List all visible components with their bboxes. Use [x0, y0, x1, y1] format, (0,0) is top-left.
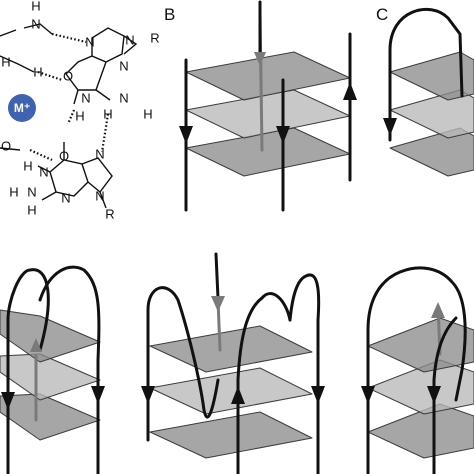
direction-arrow: [179, 126, 193, 144]
direction-arrow: [91, 386, 105, 404]
atom-label: H: [1, 55, 10, 70]
atom-label: N: [31, 17, 40, 32]
strand-loop: [366, 266, 467, 474]
direction-arrow: [231, 386, 245, 404]
atom-label: N: [39, 165, 48, 180]
panel-label-c: C: [376, 5, 388, 24]
strand-loop: [6, 268, 50, 474]
strand-loop: [146, 286, 220, 442]
atom-label: N: [85, 35, 94, 50]
atom-label: H: [75, 109, 84, 124]
strand-loop: [388, 8, 464, 142]
direction-arrow: [383, 118, 397, 136]
strand: [214, 252, 220, 300]
direction-arrow: [30, 338, 42, 352]
atom-label: N: [95, 189, 104, 204]
atom-label: R: [150, 31, 159, 46]
topology-bottom-middle: [141, 252, 325, 474]
topology-bottom-right: [361, 266, 474, 474]
atom-label: H: [143, 107, 152, 122]
atom-label: H: [33, 65, 42, 80]
hydrogen-bonds: [29, 32, 110, 162]
direction-arrow: [311, 386, 325, 404]
tetrad-stack-c: [389, 51, 474, 177]
tetrad-plane: [389, 51, 474, 101]
atom-label: H: [27, 203, 36, 218]
strand-loop: [288, 273, 321, 474]
atom-label: R: [105, 207, 114, 222]
atom-label: N: [27, 185, 36, 200]
tetrad-plane: [0, 393, 101, 441]
tetrad-plane: [185, 127, 351, 177]
tetrad-plane: [0, 309, 101, 363]
atom-label: N: [61, 191, 70, 206]
tetrad-plane: [149, 367, 313, 415]
strand-loop: [236, 292, 292, 474]
tetrad-stack-e: [149, 325, 313, 459]
direction-arrow: [1, 392, 15, 410]
metal-cation: [8, 94, 36, 122]
atom-label: N: [125, 33, 134, 48]
topology-bottom-left: [0, 265, 105, 474]
atom-label: N: [81, 91, 90, 106]
g-tetrad-structure: M⁺ H N H H N N R N O N H N H H O O N N H…: [0, 0, 160, 222]
direction-arrow: [254, 52, 266, 66]
panel-label-b: B: [164, 5, 175, 24]
strand-loop: [432, 316, 458, 474]
direction-arrow: [276, 126, 290, 144]
direction-arrow: [431, 302, 445, 318]
atom-label: O: [1, 139, 11, 154]
tetrad-plane: [185, 51, 351, 101]
strand-loop: [38, 265, 101, 474]
direction-arrow: [211, 296, 225, 312]
tetrad-stack-b: [185, 51, 351, 177]
tetrad-plane: [0, 353, 101, 401]
tetrad-plane: [185, 89, 351, 139]
tetrad-plane: [367, 317, 474, 373]
direction-arrow: [361, 386, 375, 404]
atom-label: N: [95, 147, 104, 162]
metal-cation-label: M⁺: [14, 101, 30, 115]
atom-label: O: [59, 149, 69, 164]
atom-label: H: [9, 185, 18, 200]
atom-label: H: [31, 0, 40, 14]
atom-label: N: [119, 91, 128, 106]
top-guanine-bonds: [0, 23, 138, 105]
tetrad-plane: [149, 411, 313, 459]
direction-arrow: [343, 82, 357, 100]
tetrad-plane: [149, 325, 313, 373]
panel-c: C: [376, 5, 474, 177]
bottom-guanine-bonds: [0, 142, 113, 209]
atom-label: O: [63, 69, 73, 84]
direction-arrow: [427, 386, 441, 404]
direction-arrow: [141, 386, 155, 404]
panel-b: B: [164, 0, 357, 212]
atom-label: N: [119, 59, 128, 74]
tetrad-stack-d: [0, 309, 101, 441]
atom-label: H: [103, 107, 112, 122]
atom-label: H: [23, 159, 32, 174]
